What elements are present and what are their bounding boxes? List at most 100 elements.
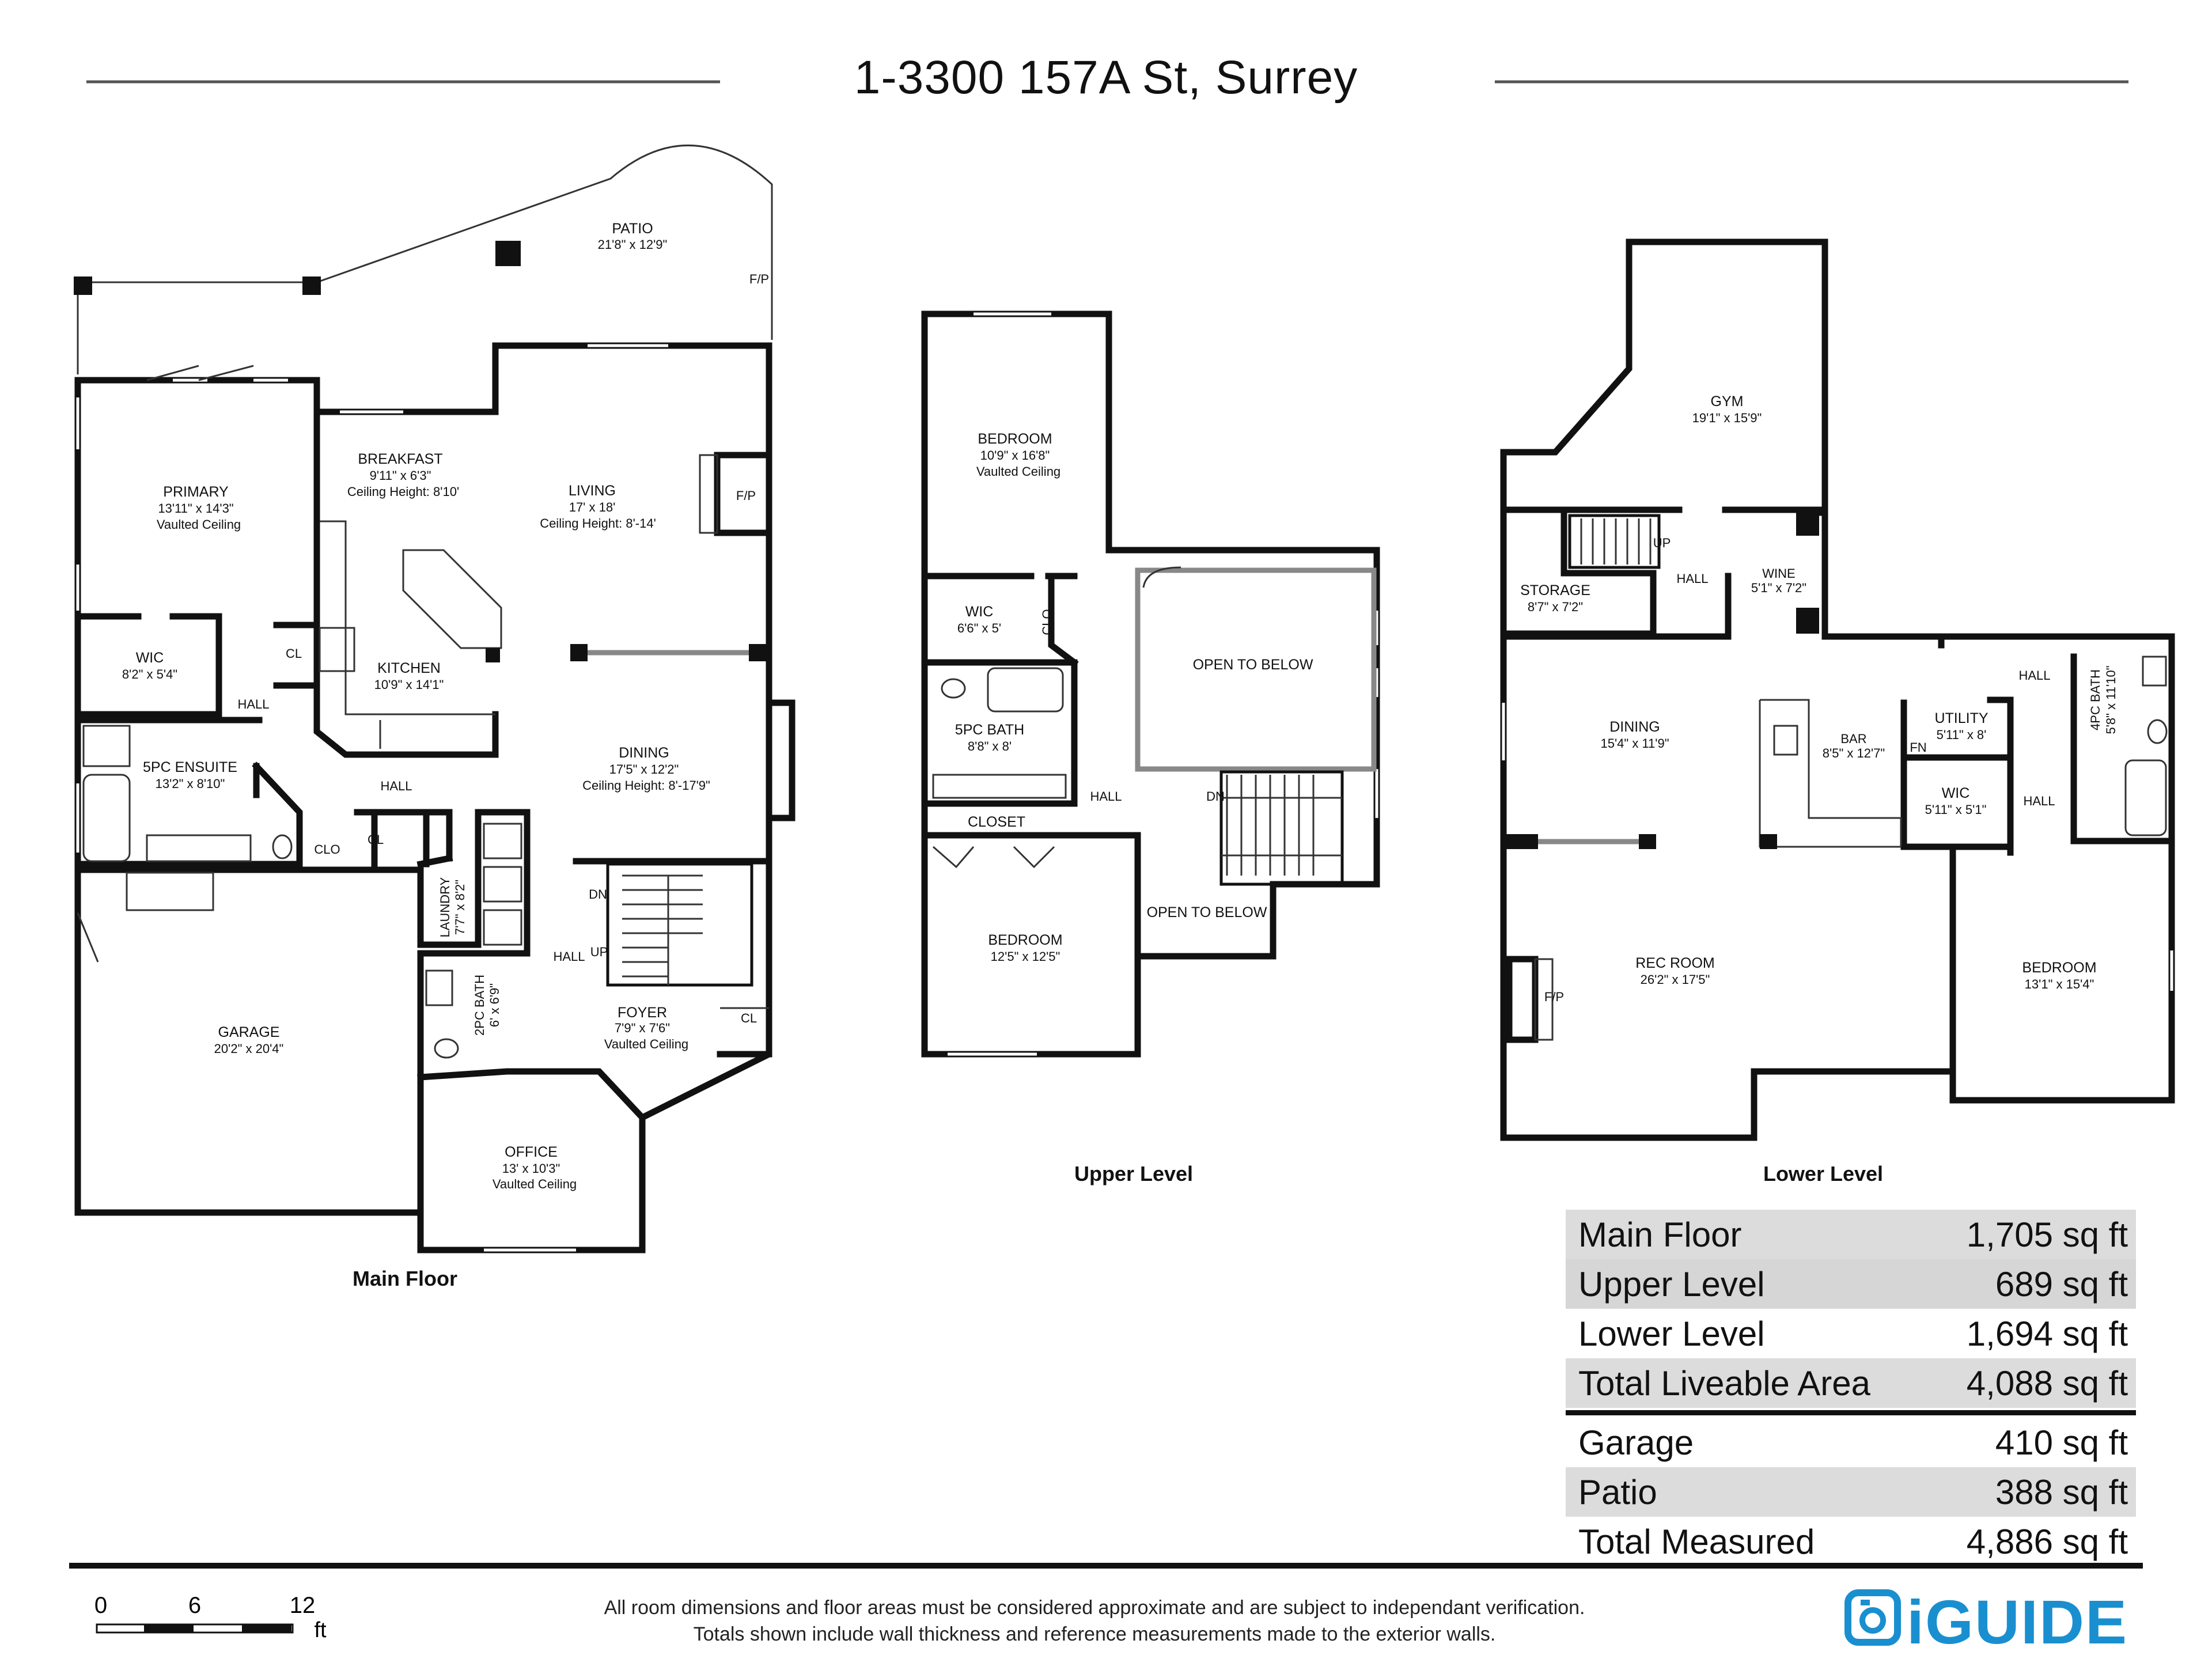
svg-text:5'8" x 11'10": 5'8" x 11'10" [2104,665,2118,734]
summary-label: Main Floor [1578,1215,1742,1254]
svg-text:13'1" x 15'4": 13'1" x 15'4" [2025,977,2094,991]
svg-text:CL: CL [741,1011,757,1025]
svg-text:OFFICE: OFFICE [505,1144,558,1160]
svg-text:10'9" x 14'1": 10'9" x 14'1" [374,677,444,692]
footer-divider [69,1563,2143,1569]
svg-text:UTILITY: UTILITY [1934,710,1988,726]
svg-text:CL: CL [286,646,302,661]
svg-text:LIVING: LIVING [569,483,616,499]
svg-text:WIC: WIC [965,604,994,620]
svg-text:DINING: DINING [619,745,669,761]
svg-text:Vaulted Ceiling: Vaulted Ceiling [604,1037,688,1051]
svg-text:5'11" x 8': 5'11" x 8' [1937,728,1987,742]
summary-label: Patio [1578,1472,1657,1512]
main-stairs [606,862,753,987]
svg-text:iGUIDE: iGUIDE [1907,1587,2128,1650]
area-summary-table: Main Floor 1,705 sq ft Upper Level 689 s… [1566,1210,2136,1566]
svg-text:WIC: WIC [136,650,164,666]
summary-value: 689 sq ft [1995,1264,2128,1304]
svg-text:19'1" x 15'9": 19'1" x 15'9" [1692,411,1762,425]
lower-level-labels: GYM 19'1" x 15'9" UP STORAGE 8'7" x 7'2"… [1520,393,2118,1185]
summary-value: 4,088 sq ft [1966,1363,2128,1403]
svg-text:DN: DN [1206,789,1225,804]
svg-text:F/P: F/P [736,488,756,503]
summary-label: Garage [1578,1423,1694,1462]
svg-text:PRIMARY: PRIMARY [163,484,229,500]
upper-level-plan [921,310,1380,1058]
summary-row: Main Floor 1,705 sq ft [1566,1210,2136,1259]
main-floor-labels: PATIO 21'8" x 12'9" F/P BREAKFAST 9'11" … [122,221,769,1290]
svg-text:HALL: HALL [2023,794,2055,808]
svg-text:HALL: HALL [380,779,412,793]
svg-text:HALL: HALL [237,697,269,711]
svg-text:FN: FN [1910,740,1926,755]
svg-text:CLO: CLO [314,842,340,857]
summary-label: Lower Level [1578,1314,1765,1353]
svg-text:CLO: CLO [1040,609,1054,635]
svg-text:13'11" x 14'3": 13'11" x 14'3" [158,501,233,516]
svg-text:5'11" x 5'1": 5'11" x 5'1" [1925,802,1987,817]
svg-text:WINE: WINE [1762,566,1795,581]
svg-text:OPEN TO BELOW: OPEN TO BELOW [1193,657,1313,673]
svg-text:6'6" x 5': 6'6" x 5' [957,621,1001,635]
svg-text:4PC BATH: 4PC BATH [2088,669,2103,730]
svg-text:5PC ENSUITE: 5PC ENSUITE [143,759,237,775]
svg-text:Ceiling Height: 8'-14': Ceiling Height: 8'-14' [540,516,656,531]
svg-text:8'5" x 12'7": 8'5" x 12'7" [1823,746,1885,760]
disclaimer: All room dimensions and floor areas must… [547,1594,1642,1647]
kitchen-island [402,549,502,649]
svg-text:BREAKFAST: BREAKFAST [358,451,442,467]
svg-text:Ceiling Height: 8'10': Ceiling Height: 8'10' [347,484,459,499]
svg-text:F/P: F/P [749,272,769,286]
disclaimer-line: All room dimensions and floor areas must… [604,1597,1585,1619]
summary-row: Total Measured 4,886 sq ft [1566,1517,2136,1566]
svg-text:Vaulted Ceiling: Vaulted Ceiling [157,517,241,532]
svg-text:BEDROOM: BEDROOM [988,932,1062,948]
svg-text:5'1" x 7'2": 5'1" x 7'2" [1751,581,1806,595]
svg-text:20'2" x 20'4": 20'2" x 20'4" [214,1041,284,1056]
svg-text:BEDROOM: BEDROOM [978,431,1052,447]
summary-divider [1566,1410,2136,1415]
disclaimer-line: Totals shown include wall thickness and … [693,1623,1496,1645]
svg-text:UP: UP [590,945,608,959]
summary-row: Total Liveable Area 4,088 sq ft [1566,1358,2136,1408]
level-label-upper: Upper Level [1074,1162,1193,1185]
svg-text:ft: ft [314,1618,327,1642]
svg-text:17'5" x 12'2": 17'5" x 12'2" [609,762,679,777]
svg-text:Ceiling Height: 8'-17'9": Ceiling Height: 8'-17'9" [582,778,710,793]
summary-value: 1,705 sq ft [1966,1215,2128,1254]
upper-stairs [1219,770,1344,886]
svg-text:BEDROOM: BEDROOM [2022,960,2096,976]
svg-text:7'9" x 7'6": 7'9" x 7'6" [615,1021,670,1035]
svg-text:F/P: F/P [1544,990,1564,1004]
svg-text:9'11" x 6'3": 9'11" x 6'3" [370,468,431,483]
patio-post [302,276,321,295]
room-name: PATIO [612,221,653,237]
svg-text:FOYER: FOYER [618,1005,667,1021]
iguide-logo: iGUIDE [1844,1587,2128,1650]
upper-level-labels: BEDROOM 10'9" x 16'8" Vaulted Ceiling WI… [955,431,1313,1185]
svg-text:CL: CL [368,832,384,847]
svg-text:15'4" x 11'9": 15'4" x 11'9" [1600,736,1669,751]
svg-text:LAUNDRY: LAUNDRY [438,877,452,937]
svg-text:WIC: WIC [1942,785,1970,801]
svg-text:DINING: DINING [1609,719,1660,735]
svg-text:12'5" x 12'5": 12'5" x 12'5" [991,949,1060,964]
svg-text:UP: UP [1653,536,1671,550]
summary-value: 388 sq ft [1995,1472,2128,1512]
svg-text:5PC BATH: 5PC BATH [955,722,1024,738]
svg-text:BAR: BAR [1840,732,1866,746]
svg-text:2PC BATH: 2PC BATH [472,975,487,1036]
svg-text:STORAGE: STORAGE [1520,582,1590,599]
svg-text:HALL: HALL [1090,789,1122,804]
summary-label: Total Liveable Area [1578,1363,1871,1403]
svg-text:7'7" x 8'2": 7'7" x 8'2" [453,880,467,935]
summary-value: 410 sq ft [1995,1423,2128,1462]
level-label-lower: Lower Level [1763,1162,1883,1185]
page-title: 1-3300 157A St, Surrey [854,51,1358,104]
svg-text:8'7" x 7'2": 8'7" x 7'2" [1528,600,1583,614]
svg-text:HALL: HALL [553,949,585,964]
svg-text:GARAGE: GARAGE [218,1024,280,1040]
summary-row: Upper Level 689 sq ft [1566,1259,2136,1309]
